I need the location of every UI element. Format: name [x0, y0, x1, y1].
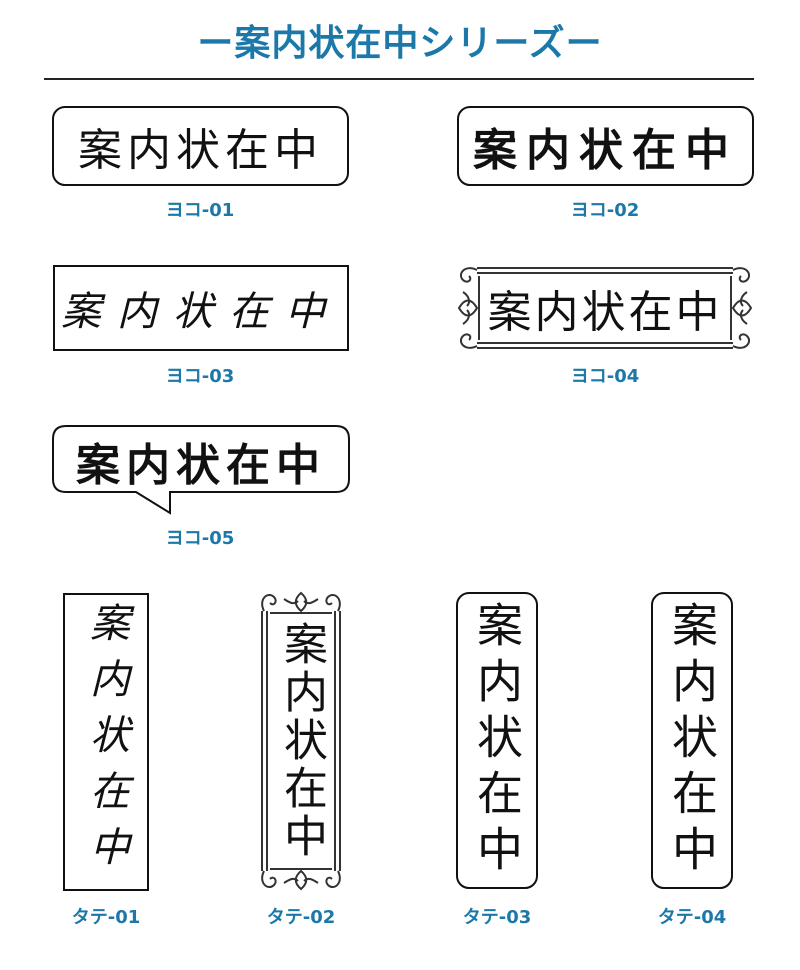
stamp-caption: ヨコ-04 — [570, 366, 640, 387]
stamp-tate-03[interactable]: 案内状在中 — [456, 592, 538, 889]
stamp-caption: タテ-03 — [462, 907, 532, 928]
stamp-text: 案内状在中 — [665, 600, 719, 881]
stamp-text: 案内状在中 — [61, 289, 341, 335]
stamp-tate-02[interactable]: 案内状在中 — [256, 589, 346, 893]
stamp-yoko-05[interactable]: 案内状在中 — [52, 425, 350, 515]
stamp-text: 案内状在中 — [276, 621, 327, 861]
ornate-frame-icon — [261, 591, 341, 891]
stamp-caption: ヨコ-01 — [165, 200, 235, 221]
stamp-caption: タテ-02 — [266, 907, 336, 928]
stamp-caption: ヨコ-05 — [165, 528, 235, 549]
stamp-yoko-04[interactable]: 案内状在中 — [455, 262, 755, 354]
stamp-caption: ヨコ-02 — [570, 200, 640, 221]
ornate-frame-icon — [457, 267, 753, 349]
stamp-text: 案内状在中 — [78, 125, 323, 176]
stamp-text: 案内状在中 — [83, 602, 129, 882]
stamp-tate-04[interactable]: 案内状在中 — [651, 592, 733, 889]
stamp-text: 案内状在中 — [473, 125, 738, 176]
page-title: ー案内状在中シリーズー — [197, 23, 603, 64]
speech-bubble-icon — [52, 425, 350, 515]
stamp-yoko-01[interactable]: 案内状在中 — [52, 106, 349, 186]
stamp-text: 案内状在中 — [470, 600, 524, 881]
title-divider — [44, 78, 754, 80]
stamp-caption: タテ-04 — [657, 907, 727, 928]
stamp-text: 案内状在中 — [76, 440, 326, 491]
stamp-yoko-03[interactable]: 案内状在中 — [53, 265, 349, 351]
stamp-tate-01[interactable]: 案内状在中 — [63, 593, 149, 891]
stamp-caption: ヨコ-03 — [165, 366, 235, 387]
stamp-caption: タテ-01 — [71, 907, 141, 928]
stamp-text: 案内状在中 — [487, 287, 723, 338]
stamp-yoko-02[interactable]: 案内状在中 — [457, 106, 754, 186]
